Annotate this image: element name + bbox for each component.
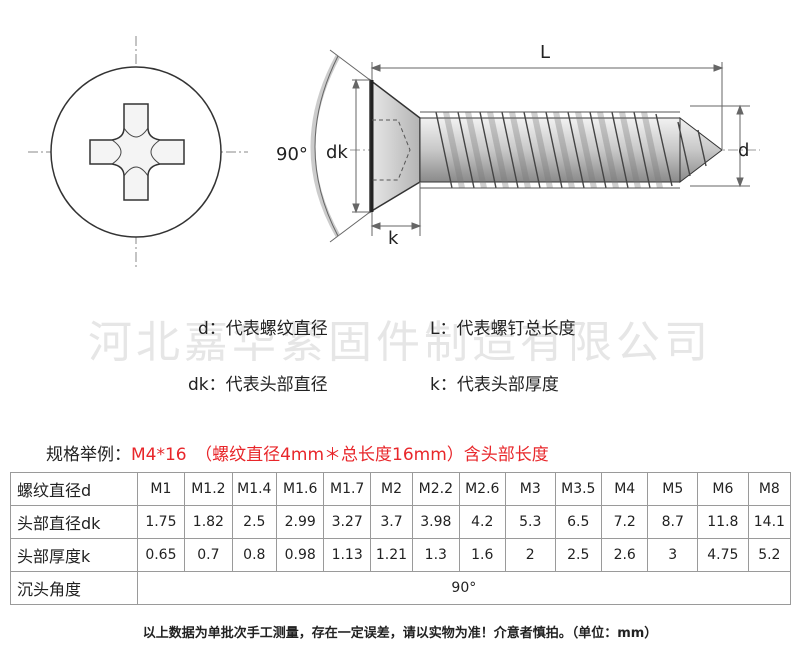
- legend-dk: dk：代表头部直径: [188, 375, 328, 395]
- table-cell: 1.82: [184, 505, 233, 539]
- table-cell: M2.2: [412, 472, 460, 506]
- table-cell: M2.6: [458, 472, 506, 506]
- table-cell: 5.3: [504, 505, 556, 539]
- table-cell: M1.2: [184, 472, 233, 506]
- spec-label: 规格举例：: [46, 445, 131, 465]
- table-cell: M2: [369, 472, 414, 506]
- head-front-view: [28, 36, 248, 270]
- table-cell: M1.4: [231, 472, 277, 506]
- table-cell: 0.98: [275, 538, 325, 572]
- table-cell: M8: [747, 472, 792, 506]
- table-cell: 4.75: [697, 538, 749, 572]
- table-cell: 1.75: [136, 505, 186, 539]
- row-header: 头部直径dk: [10, 505, 138, 539]
- dk-label: dk: [326, 142, 348, 163]
- table-cell: 2.6: [600, 538, 649, 572]
- table-cell: M6: [697, 472, 749, 506]
- table-cell: M1.6: [275, 472, 325, 506]
- table-cell: 2.5: [231, 505, 277, 539]
- legend-L: L：代表螺钉总长度: [430, 319, 576, 339]
- table-cell: M3.5: [554, 472, 603, 506]
- legend-k: k：代表头部厚度: [430, 375, 559, 395]
- countersink-angle-cell: 90°: [136, 571, 792, 605]
- thread-diameter-label: d: [738, 140, 749, 161]
- head-thickness-label: k: [388, 228, 399, 249]
- table-cell: 5.2: [747, 538, 792, 572]
- table-cell: M3: [504, 472, 556, 506]
- table-cell: 1.6: [458, 538, 506, 572]
- row-header: 螺纹直径d: [10, 472, 138, 506]
- angle-label: 90°: [276, 144, 308, 165]
- table-cell: M1.7: [323, 472, 371, 506]
- screw-side-view: [350, 78, 760, 214]
- screw-diagram: 90° dk L d k: [28, 36, 760, 270]
- table-cell: 0.65: [136, 538, 186, 572]
- table-cell: 2.99: [275, 505, 325, 539]
- spec-example: 规格举例：M4*16 （螺纹直径4mm＊总长度16mm）含头部长度: [46, 440, 549, 465]
- length-label: L: [540, 42, 550, 63]
- table-cell: M1: [136, 472, 186, 506]
- legend-d: d：代表螺纹直径: [198, 319, 328, 339]
- table-cell: 2: [504, 538, 556, 572]
- table-cell: 3: [647, 538, 699, 572]
- table-cell: 3.27: [323, 505, 371, 539]
- row-header: 沉头角度: [10, 571, 138, 605]
- dimension-lines: [310, 49, 750, 243]
- table-cell: M5: [647, 472, 699, 506]
- table-cell: 6.5: [554, 505, 603, 539]
- table-cell: 3.98: [412, 505, 460, 539]
- table-cell: 1.3: [412, 538, 460, 572]
- table-cell: 0.8: [231, 538, 277, 572]
- table-cell: 1.13: [323, 538, 371, 572]
- table-cell: 1.21: [369, 538, 414, 572]
- table-cell: 0.7: [184, 538, 233, 572]
- table-cell: 11.8: [697, 505, 749, 539]
- table-cell: M4: [600, 472, 649, 506]
- table-cell: 7.2: [600, 505, 649, 539]
- company-watermark: 河北嘉华紧固件制造有限公司: [88, 317, 712, 368]
- row-header: 头部厚度k: [10, 538, 138, 572]
- table-cell: 2.5: [554, 538, 603, 572]
- table-cell: 14.1: [747, 505, 792, 539]
- table-cell: 4.2: [458, 505, 506, 539]
- footnote: 以上数据为单批次手工测量，存在一定误差，请以实物为准！介意者慎拍。（单位：mm）: [142, 626, 658, 641]
- table-cell: 3.7: [369, 505, 414, 539]
- spec-value: M4*16 （螺纹直径4mm＊总长度16mm）含头部长度: [131, 445, 549, 465]
- table-cell: 8.7: [647, 505, 699, 539]
